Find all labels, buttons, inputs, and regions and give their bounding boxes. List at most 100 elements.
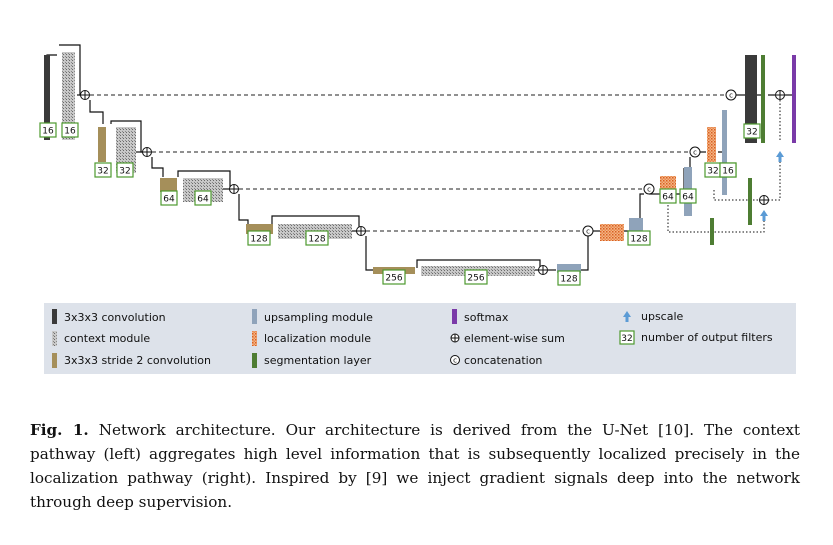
segmentation-layer-l3 [710, 218, 714, 245]
filter-count-label: 256 [464, 269, 488, 285]
legend-upsampling-label: upsampling module [264, 311, 373, 324]
element-wise-sum-icon [538, 265, 548, 275]
concatenation-icon: c [643, 183, 655, 195]
conv-block-l1 [44, 55, 50, 140]
element-wise-sum-icon [450, 333, 460, 343]
network-architecture-diagram: c c c c 16 16 32 32 64 64 128 128 256 256 128 128 64… [39, 44, 796, 374]
filter-count-label: 16 [719, 162, 737, 178]
filter-count-text: 128 [308, 235, 325, 245]
filter-count-text: 32 [97, 167, 108, 177]
upsampling-module-l4 [629, 218, 643, 233]
legend-filters-example: 32 [621, 334, 632, 344]
legend-sum-label: element-wise sum [464, 332, 565, 345]
concatenation-icon: c [689, 146, 701, 158]
filter-count-text: 256 [467, 274, 484, 284]
element-wise-sum-icon [80, 90, 90, 100]
segmentation-layer-l1 [761, 55, 765, 143]
filter-count-text: 128 [630, 235, 647, 245]
svg-text:c: c [647, 186, 651, 194]
stride-legend-swatch [52, 353, 57, 368]
legend-concat-label: concatenation [464, 354, 542, 367]
element-wise-sum-icon [759, 195, 769, 205]
caption-text: Network architecture. Our architecture i… [30, 421, 801, 511]
filter-count-text: 32 [119, 167, 130, 177]
filter-count-label: 32 [743, 123, 761, 139]
filter-count-text: 128 [250, 235, 267, 245]
upsampling-module-l2 [722, 110, 727, 195]
upscale-icon [776, 151, 784, 162]
filter-count-text: 128 [560, 275, 577, 285]
legend-stride-label: 3x3x3 stride 2 convolution [64, 354, 211, 367]
figure-caption: Fig. 1. Network architecture. Our archit… [30, 418, 800, 514]
legend: 3x3x3 convolution context module 3x3x3 s… [44, 303, 796, 374]
legend-background [44, 303, 796, 374]
filter-count-text: 16 [722, 167, 734, 177]
stride-conv-l3 [160, 178, 177, 192]
segmentation-legend-swatch [252, 353, 257, 368]
legend-context-label: context module [64, 332, 150, 345]
element-wise-sum-icon [775, 90, 785, 100]
context-module-l2 [116, 127, 136, 173]
filter-count-label: 16 [39, 122, 57, 138]
filter-count-text: 32 [746, 128, 757, 138]
caption-label: Fig. 1. [30, 421, 89, 439]
filter-count-text: 256 [385, 274, 402, 284]
filter-count-label: 128 [627, 230, 651, 246]
upscale-icon [623, 311, 631, 322]
localization-legend-swatch [252, 331, 257, 346]
svg-text:c: c [453, 357, 457, 365]
filter-count-label: 32 [116, 162, 134, 178]
filter-count-text: 32 [707, 167, 718, 177]
concatenation-icon: c [725, 89, 737, 101]
filter-count-label: 64 [194, 190, 212, 206]
element-wise-sum-icon [229, 184, 239, 194]
filter-count-text: 64 [682, 193, 694, 203]
filter-count-example: 32 [619, 330, 635, 345]
upsampling-legend-swatch [252, 309, 257, 324]
conv-legend-swatch [52, 309, 57, 324]
filter-count-label: 128 [305, 230, 329, 246]
filter-count-label: 256 [382, 269, 406, 285]
filter-count-text: 64 [163, 195, 175, 205]
filter-count-label: 64 [659, 188, 677, 204]
localization-module-l2 [707, 127, 716, 162]
skip-connections [90, 94, 726, 232]
filter-count-text: 16 [42, 127, 54, 137]
svg-text:c: c [729, 92, 733, 100]
legend-upscale-label: upscale [641, 310, 684, 323]
context-module-l1 [62, 52, 75, 140]
filter-count-labels: 16 16 32 32 64 64 128 128 256 256 128 128 64 64 32 32 16… [39, 122, 761, 286]
filter-count-label: 128 [247, 230, 271, 246]
softmax-legend-swatch [452, 309, 457, 324]
filter-count-label: 128 [557, 270, 581, 286]
concatenation-icon: c [582, 225, 594, 237]
element-wise-sum-icon [142, 147, 152, 157]
filter-count-label: 32 [704, 162, 722, 178]
legend-conv-label: 3x3x3 convolution [64, 311, 166, 324]
element-wise-sum-icon [356, 226, 366, 236]
filter-count-label: 64 [160, 190, 178, 206]
concatenation-icon: c [450, 355, 460, 365]
filter-count-text: 64 [662, 193, 674, 203]
localization-module-l4 [600, 224, 624, 241]
stride-conv-l4 [246, 224, 273, 234]
stride-conv-l2 [98, 127, 106, 162]
filter-count-text: 64 [197, 195, 209, 205]
legend-softmax-label: softmax [464, 311, 509, 324]
legend-localization-label: localization module [264, 332, 371, 345]
filter-count-label: 64 [679, 188, 697, 204]
upscale-icon [760, 210, 768, 221]
softmax-layer [792, 55, 796, 143]
conv-block-output [745, 55, 757, 143]
legend-segmentation-label: segmentation layer [264, 354, 372, 367]
filter-count-label: 32 [94, 162, 112, 178]
legend-filters-label: number of output filters [641, 331, 773, 344]
context-legend-swatch [52, 331, 57, 346]
forward-connections [46, 44, 792, 271]
filter-count-text: 16 [64, 127, 76, 137]
segmentation-layer-l2 [748, 178, 752, 225]
upsampling-module-l5 [557, 264, 581, 273]
svg-text:c: c [693, 149, 697, 157]
filter-count-label: 16 [61, 122, 79, 138]
svg-text:c: c [586, 228, 590, 236]
